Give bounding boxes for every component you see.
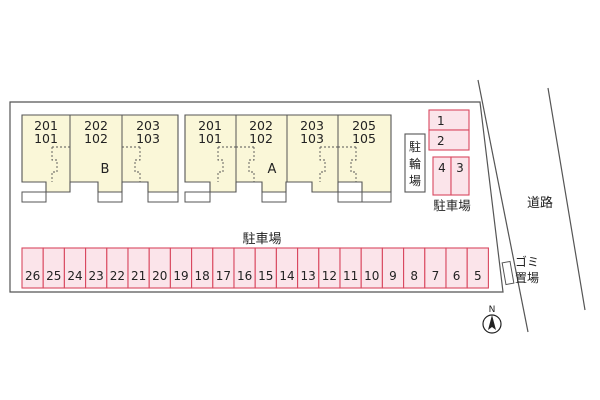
road-label: 道路: [527, 195, 553, 211]
parking-spot-number: 6: [453, 269, 461, 283]
parking-spot-number: 13: [301, 269, 316, 283]
garbage-box: [501, 260, 515, 286]
north-label: N: [489, 305, 496, 315]
building-b: 201 101 202 102 203 103 B: [21, 114, 179, 203]
parking-spot-number: 7: [432, 269, 440, 283]
north-arrow-icon: [488, 315, 496, 330]
unit-lower-number: 102: [84, 131, 108, 146]
parking-spot-number: 19: [173, 269, 188, 283]
parking-small: 1 2 4 3 駐車場: [428, 109, 471, 213]
parking-spot-number: 10: [364, 269, 379, 283]
parking-spot-number: 9: [389, 269, 397, 283]
parking-spot-number: 16: [237, 269, 252, 283]
bicycle-parking-label: 場: [409, 174, 421, 188]
parking-spot-number: 2: [437, 134, 445, 148]
balcony: [147, 191, 179, 203]
balcony: [361, 191, 392, 203]
parking-spot-number: 23: [89, 269, 104, 283]
parking-small-label: 駐車場: [433, 198, 471, 213]
garbage-area: ゴミ 置場: [501, 254, 539, 286]
bicycle-parking-box: [404, 133, 426, 193]
parking-spot-number: 26: [25, 269, 40, 283]
parking-spot-number: 21: [131, 269, 146, 283]
parking-spot-number: 4: [438, 161, 446, 175]
unit-lower-number: 103: [136, 131, 160, 146]
road-edge-left: [477, 79, 529, 333]
road-label-text: 道路: [527, 195, 553, 211]
parking-spot: [466, 247, 489, 289]
balcony: [21, 191, 47, 203]
unit-upper-number: 202: [84, 118, 108, 133]
building-label: B: [101, 162, 110, 177]
balcony: [337, 191, 363, 203]
unit-upper-number: 201: [198, 118, 222, 133]
parking-spot-number: 5: [474, 269, 482, 283]
garbage-label: 置場: [515, 271, 539, 285]
parking-spot: [428, 109, 470, 131]
balcony: [184, 191, 211, 203]
north-arrow: N: [482, 305, 502, 334]
stair-outline: [122, 146, 141, 182]
parking-spot-number: 8: [410, 269, 418, 283]
parking-spot-number: 12: [322, 269, 337, 283]
parking-spot-number: 17: [216, 269, 231, 283]
parking-spot-number: 20: [152, 269, 167, 283]
bicycle-parking: 駐 輪 場: [404, 133, 426, 193]
unit-upper-number: 202: [249, 118, 273, 133]
unit-lower-number: 105: [352, 131, 376, 146]
unit-lower-number: 101: [34, 131, 58, 146]
garbage-label: ゴミ: [515, 254, 539, 269]
parking-spot-number: 3: [456, 161, 464, 175]
stair-outline: [319, 146, 338, 182]
parking-spot-number: 22: [110, 269, 125, 283]
balcony: [261, 191, 287, 203]
unit-lower-number: 103: [300, 131, 324, 146]
balcony: [97, 191, 123, 203]
stair-outline: [236, 146, 255, 182]
unit-upper-number: 201: [34, 118, 58, 133]
parking-spot-number: 1: [437, 114, 445, 128]
unit-upper-number: 203: [136, 118, 160, 133]
parking-spot: [450, 156, 470, 196]
parking-spot-number: 15: [258, 269, 273, 283]
parking-spot-number: 14: [279, 269, 294, 283]
building-a: 201 101 202 102 203 103 205 105 A: [184, 114, 392, 203]
road-edge-right: [547, 87, 586, 311]
unit-upper-number: 205: [352, 118, 376, 133]
bicycle-parking-label: 駐: [409, 139, 421, 154]
parking-spot-number: 24: [67, 269, 82, 283]
parking-spot-number: 18: [195, 269, 210, 283]
parking-spot-number: 25: [46, 269, 61, 283]
parking-main-label: 駐車場: [242, 232, 281, 247]
building-label: A: [268, 162, 277, 177]
bicycle-parking-label: 輪: [409, 156, 421, 171]
unit-upper-number: 203: [300, 118, 324, 133]
stair-outline: [338, 146, 357, 182]
unit-lower-number: 102: [249, 131, 273, 146]
stair-outline: [217, 146, 236, 182]
parking-spot-number: 11: [343, 269, 358, 283]
parking-spot: [428, 129, 470, 151]
stair-outline: [51, 146, 70, 182]
unit-lower-number: 101: [198, 131, 222, 146]
